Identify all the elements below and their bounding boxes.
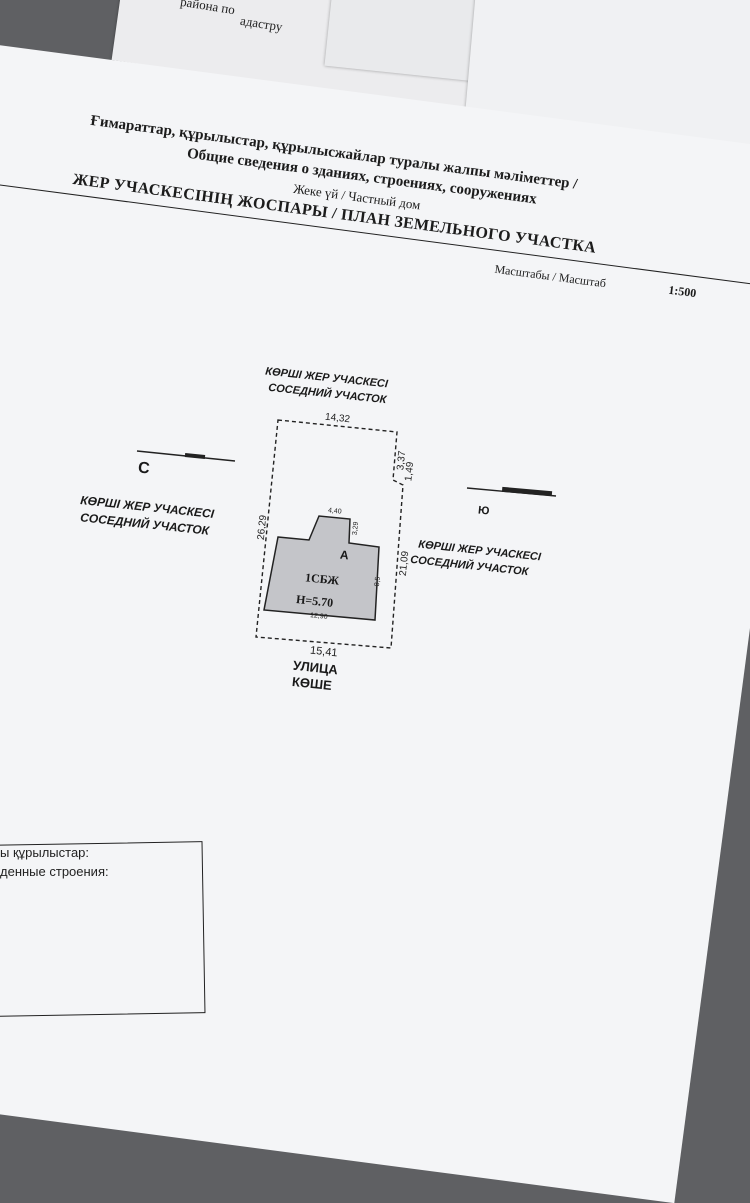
north-label: С [137,459,151,478]
dim-right-small: 1,49 [403,461,417,482]
building-footprint [263,515,380,621]
south-arrow-head [501,486,553,497]
dim-building-right: 8,5 [373,576,382,587]
north-arrow-head [184,453,206,459]
dim-building-top: 4,40 [327,507,342,516]
dim-building-notch: 3,29 [351,521,361,536]
south-label: Ю [477,504,490,518]
plot-boundary [255,419,404,649]
building-letter: А [339,547,350,563]
site-plan-drawing [136,419,557,649]
legend-line2: денные строения: [0,864,109,879]
legend-line1: ы құрылыстар: [0,845,90,860]
